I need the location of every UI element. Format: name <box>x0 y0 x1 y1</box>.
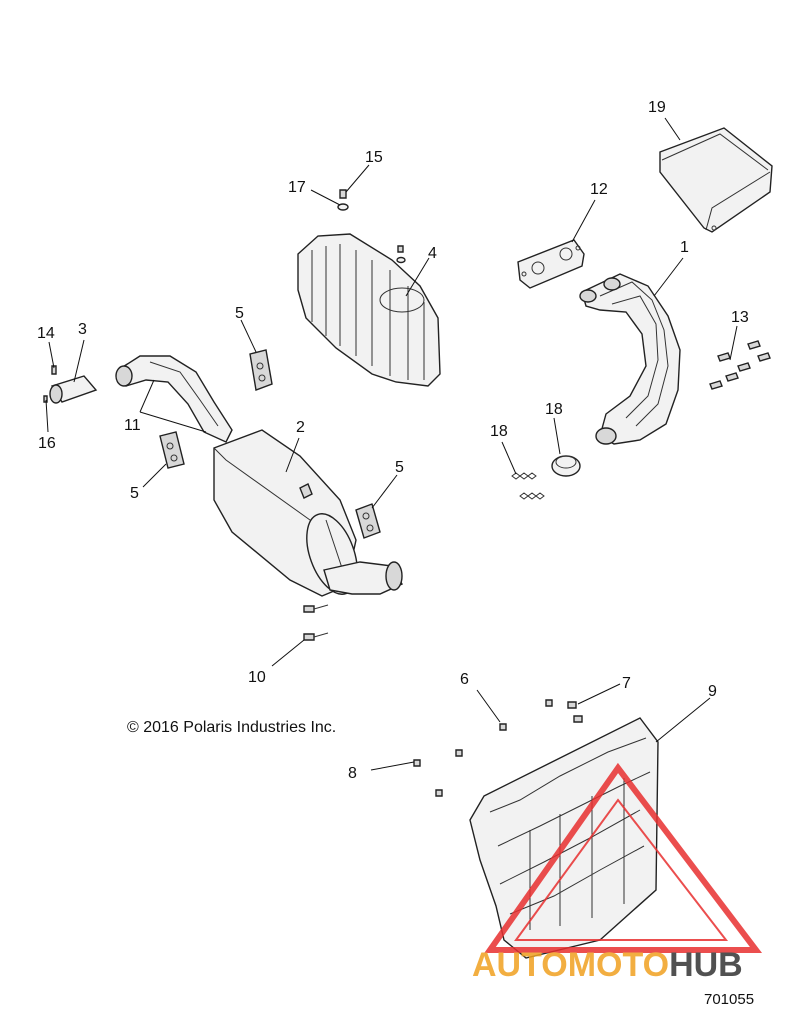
part-5-isolator-upper <box>249 349 273 391</box>
part-17-fasteners <box>435 723 507 797</box>
callout-9: 13 <box>731 309 749 326</box>
part-3-tailpipe-tip <box>49 375 98 404</box>
copyright-notice: © 2016 Polaris Industries Inc. <box>127 719 336 736</box>
callout-4: 4 <box>428 245 437 262</box>
callout-8: 12 <box>590 181 608 198</box>
callout-18-lower: 8 <box>348 765 357 782</box>
part-4-manifold-heat-shield <box>297 233 441 387</box>
watermark-text-automoto: AUTOMOTO <box>472 946 669 984</box>
callout-5-upper: 5 <box>235 305 244 322</box>
part-13-washer <box>337 203 349 211</box>
part-14-exhaust-seal <box>551 455 581 477</box>
watermark-triangle-icon <box>484 762 763 953</box>
callout-13: 17 <box>288 179 306 196</box>
part-8-gasket <box>517 239 585 289</box>
callout-labels: 19 12 1 13 4 15 17 14 3 16 5 11 5 2 5 18… <box>37 99 749 782</box>
part-16-bolts <box>303 604 329 641</box>
part-1-exhaust-header <box>579 273 681 445</box>
part-6-lower-heat-shield <box>469 717 659 959</box>
callout-6: 9 <box>708 683 717 700</box>
small-fastener <box>396 245 406 264</box>
leader-lines <box>45 117 738 771</box>
part-2-muffler <box>213 429 403 597</box>
watermark-logo: AUTOMOTOHUB <box>472 762 763 984</box>
callout-1: 1 <box>680 239 689 256</box>
callout-3: 3 <box>78 321 87 338</box>
figure-number: 701055 <box>704 991 754 1008</box>
part-7-inlet-pipe <box>115 355 233 443</box>
part-15-springs <box>511 472 545 500</box>
callout-15: 18 <box>490 423 508 440</box>
part-18-fasteners <box>413 699 583 767</box>
callout-5-left: 5 <box>130 485 139 502</box>
part-11-screw <box>339 189 347 199</box>
callout-7: 11 <box>124 417 141 434</box>
callout-14: 18 <box>545 401 563 418</box>
part-9-bolts <box>709 340 771 390</box>
watermark-text-primary: AUTOMOTOHUB <box>472 946 743 984</box>
part-5-isolator-right <box>355 503 381 539</box>
callout-16: 10 <box>248 669 266 686</box>
callout-2: 2 <box>296 419 305 436</box>
callout-19: 19 <box>648 99 666 116</box>
callout-11: 15 <box>365 149 383 166</box>
part-5-isolator-left <box>159 431 185 469</box>
callout-5-right: 5 <box>395 459 404 476</box>
callout-17: 6 <box>460 671 469 688</box>
part-10-screw <box>51 365 57 375</box>
part-19-heat-shield-plate <box>659 127 773 233</box>
watermark-text-hub: HUB <box>669 946 743 984</box>
callout-12: 16 <box>38 435 56 452</box>
callout-10: 14 <box>37 325 55 342</box>
callout-18-upper: 7 <box>622 675 631 692</box>
